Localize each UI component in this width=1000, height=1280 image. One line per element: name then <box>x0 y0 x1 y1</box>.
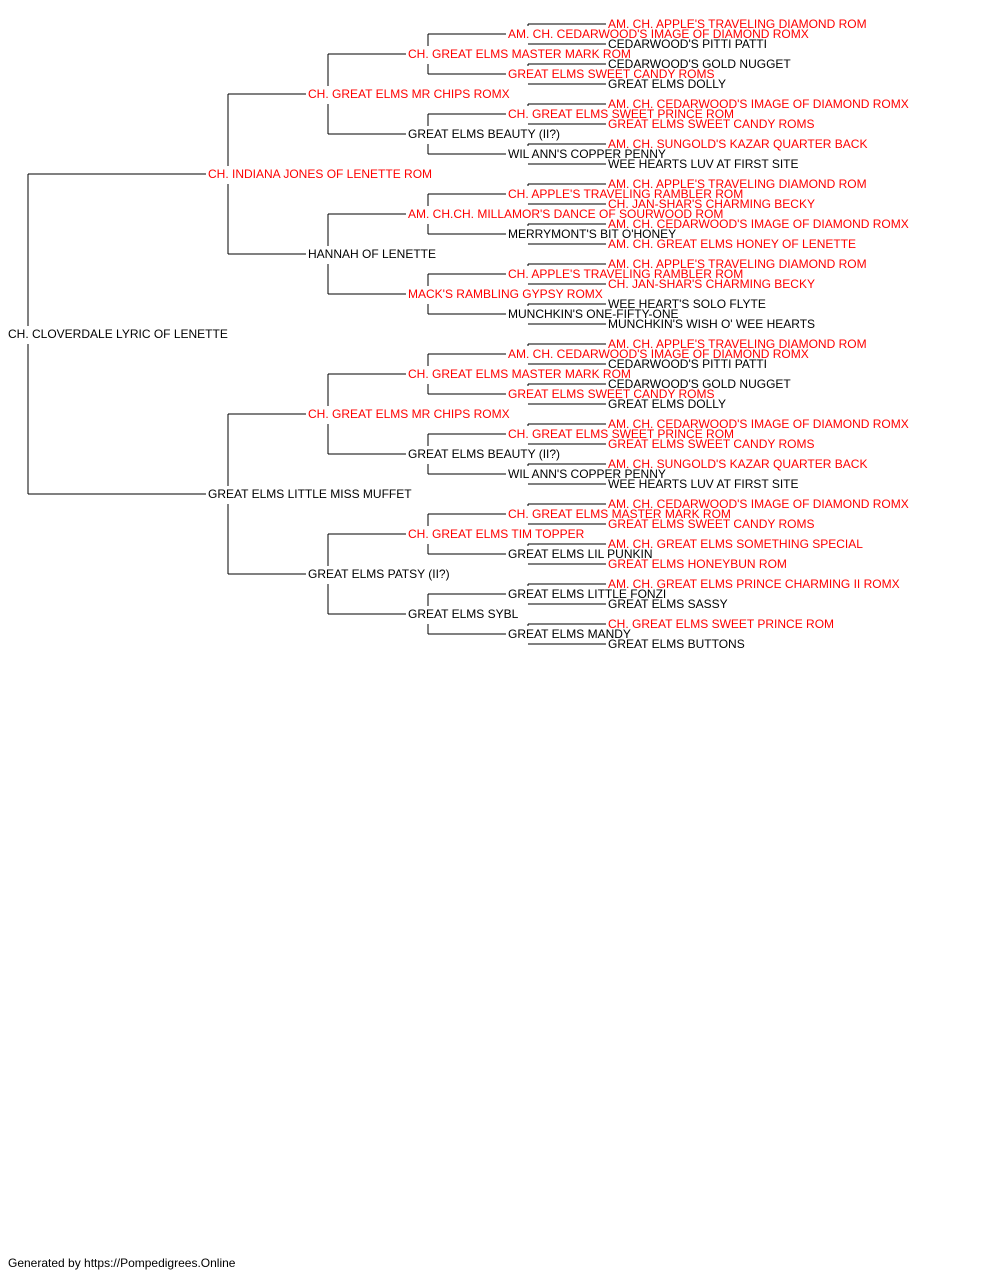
dog-name-dam-dam-sire-dam[interactable]: GREAT ELMS LIL PUNKIN <box>508 547 653 561</box>
dog-name-sire-sire-sire-dam[interactable]: GREAT ELMS SWEET CANDY ROMS <box>508 67 714 81</box>
dog-name-sire-sire-dam-dam[interactable]: WIL ANN'S COPPER PENNY <box>508 147 666 161</box>
dog-name-dam-sire-dam-sire-dam[interactable]: GREAT ELMS SWEET CANDY ROMS <box>608 437 814 451</box>
dog-name-dam-dam[interactable]: GREAT ELMS PATSY (II?) <box>308 567 450 581</box>
dog-name-dam-dam-sire-sire-sire[interactable]: AM. CH. CEDARWOOD'S IMAGE OF DIAMOND ROM… <box>608 497 909 511</box>
dog-name-sire-sire-sire-dam-sire[interactable]: CEDARWOOD'S GOLD NUGGET <box>608 57 791 71</box>
dog-name-sire-sire-sire-sire-sire[interactable]: AM. CH. APPLE'S TRAVELING DIAMOND ROM <box>608 17 867 31</box>
dog-name-dam-dam-dam-dam-sire[interactable]: CH. GREAT ELMS SWEET PRINCE ROM <box>608 617 834 631</box>
dog-name-dam-dam-sire-sire-dam[interactable]: GREAT ELMS SWEET CANDY ROMS <box>608 517 814 531</box>
dog-name-sire-dam-dam-sire[interactable]: CH. APPLE'S TRAVELING RAMBLER ROM <box>508 267 743 281</box>
dog-name-dam-sire-sire-sire-dam[interactable]: CEDARWOOD'S PITTI PATTI <box>608 357 767 371</box>
dog-name-dam-sire-dam-sire-sire[interactable]: AM. CH. CEDARWOOD'S IMAGE OF DIAMOND ROM… <box>608 417 909 431</box>
dog-name-dam-dam-sire[interactable]: CH. GREAT ELMS TIM TOPPER <box>408 527 585 541</box>
dog-name-dam-dam-dam-dam-dam[interactable]: GREAT ELMS BUTTONS <box>608 637 745 651</box>
dog-name-sire-dam-dam-dam-dam[interactable]: MUNCHKIN'S WISH O' WEE HEARTS <box>608 317 815 331</box>
dog-name-sire-sire-dam-sire-sire[interactable]: AM. CH. CEDARWOOD'S IMAGE OF DIAMOND ROM… <box>608 97 909 111</box>
dog-name-dam-sire-sire-dam-sire[interactable]: CEDARWOOD'S GOLD NUGGET <box>608 377 791 391</box>
dog-name-sire-dam-sire-sire[interactable]: CH. APPLE'S TRAVELING RAMBLER ROM <box>508 187 743 201</box>
dog-name-sire-dam-dam-sire-dam[interactable]: CH. JAN-SHAR'S CHARMING BECKY <box>608 277 815 291</box>
dog-name-sire-sire-sire[interactable]: CH. GREAT ELMS MASTER MARK ROM <box>408 47 631 61</box>
dog-name-dam-sire-dam-dam-sire[interactable]: AM. CH. SUNGOLD'S KAZAR QUARTER BACK <box>608 457 867 471</box>
dog-name-dam-sire-sire-dam[interactable]: GREAT ELMS SWEET CANDY ROMS <box>508 387 714 401</box>
dog-name-sire-dam-dam-dam-sire[interactable]: WEE HEART'S SOLO FLYTE <box>608 297 766 311</box>
dog-name-sire-dam-sire-dam-dam[interactable]: AM. CH. GREAT ELMS HONEY OF LENETTE <box>608 237 856 251</box>
dog-name-dam-dam-sire-sire[interactable]: CH. GREAT ELMS MASTER MARK ROM <box>508 507 731 521</box>
dog-name-sire-sire-sire-sire-dam[interactable]: CEDARWOOD'S PITTI PATTI <box>608 37 767 51</box>
dog-name-dam-dam-dam-dam[interactable]: GREAT ELMS MANDY <box>508 627 631 641</box>
dog-name-sire-sire-dam-dam-dam[interactable]: WEE HEARTS LUV AT FIRST SITE <box>608 157 799 171</box>
dog-name-dam-dam-dam-sire-dam[interactable]: GREAT ELMS SASSY <box>608 597 728 611</box>
dog-name-dam-sire-dam[interactable]: GREAT ELMS BEAUTY (II?) <box>408 447 560 461</box>
dog-name-dam-sire-sire-sire[interactable]: AM. CH. CEDARWOOD'S IMAGE OF DIAMOND ROM… <box>508 347 809 361</box>
dog-name-dam[interactable]: GREAT ELMS LITTLE MISS MUFFET <box>208 487 412 501</box>
dog-name-dam-dam-dam[interactable]: GREAT ELMS SYBL <box>408 607 519 621</box>
dog-name-sire-dam[interactable]: HANNAH OF LENETTE <box>308 247 436 261</box>
dog-name-dam-dam-sire-dam-dam[interactable]: GREAT ELMS HONEYBUN ROM <box>608 557 787 571</box>
dog-name-sire-dam-sire-dam[interactable]: MERRYMONT'S BIT O'HONEY <box>508 227 676 241</box>
dog-name-dam-sire-dam-sire[interactable]: CH. GREAT ELMS SWEET PRINCE ROM <box>508 427 734 441</box>
pedigree-connectors <box>27 23 606 645</box>
dog-name-dam-dam-dam-sire[interactable]: GREAT ELMS LITTLE FONZI <box>508 587 666 601</box>
dog-name-sire-sire-dam-dam-sire[interactable]: AM. CH. SUNGOLD'S KAZAR QUARTER BACK <box>608 137 867 151</box>
dog-name-sire-sire[interactable]: CH. GREAT ELMS MR CHIPS ROMX <box>308 87 510 101</box>
dog-name-sire-dam-dam-dam[interactable]: MUNCHKIN'S ONE-FIFTY-ONE <box>508 307 679 321</box>
dog-name-sire-sire-dam[interactable]: GREAT ELMS BEAUTY (II?) <box>408 127 560 141</box>
dog-name-sire-dam-dam[interactable]: MACK'S RAMBLING GYPSY ROMX <box>408 287 603 301</box>
dog-name-dam-sire-dam-dam[interactable]: WIL ANN'S COPPER PENNY <box>508 467 666 481</box>
dog-name-dam-dam-sire-dam-sire[interactable]: AM. CH. GREAT ELMS SOMETHING SPECIAL <box>608 537 863 551</box>
dog-name-sire-sire-sire-dam-dam[interactable]: GREAT ELMS DOLLY <box>608 77 726 91</box>
dog-name-dam-dam-dam-sire-sire[interactable]: AM. CH. GREAT ELMS PRINCE CHARMING II RO… <box>608 577 900 591</box>
dog-name-sire-dam-dam-sire-sire[interactable]: AM. CH. APPLE'S TRAVELING DIAMOND ROM <box>608 257 867 271</box>
dog-name-root[interactable]: CH. CLOVERDALE LYRIC OF LENETTE <box>8 327 228 341</box>
dog-name-sire-dam-sire-dam-sire[interactable]: AM. CH. CEDARWOOD'S IMAGE OF DIAMOND ROM… <box>608 217 909 231</box>
dog-name-sire-sire-dam-sire[interactable]: CH. GREAT ELMS SWEET PRINCE ROM <box>508 107 734 121</box>
dog-name-sire-dam-sire-sire-dam[interactable]: CH. JAN-SHAR'S CHARMING BECKY <box>608 197 815 211</box>
dog-name-dam-sire-dam-dam-dam[interactable]: WEE HEARTS LUV AT FIRST SITE <box>608 477 799 491</box>
dog-name-dam-sire-sire[interactable]: CH. GREAT ELMS MASTER MARK ROM <box>408 367 631 381</box>
dog-name-dam-sire[interactable]: CH. GREAT ELMS MR CHIPS ROMX <box>308 407 510 421</box>
dog-name-sire[interactable]: CH. INDIANA JONES OF LENETTE ROM <box>208 167 432 181</box>
dog-name-dam-sire-sire-sire-sire[interactable]: AM. CH. APPLE'S TRAVELING DIAMOND ROM <box>608 337 867 351</box>
dog-name-sire-sire-sire-sire[interactable]: AM. CH. CEDARWOOD'S IMAGE OF DIAMOND ROM… <box>508 27 809 41</box>
dog-name-dam-sire-sire-dam-dam[interactable]: GREAT ELMS DOLLY <box>608 397 726 411</box>
pedigree-labels: AM. CH. APPLE'S TRAVELING DIAMOND ROM CED… <box>8 17 909 651</box>
dog-name-sire-sire-dam-sire-dam[interactable]: GREAT ELMS SWEET CANDY ROMS <box>608 117 814 131</box>
footer-credit: Generated by https://Pompedigrees.Online <box>8 1256 236 1270</box>
dog-name-sire-dam-sire-sire-sire[interactable]: AM. CH. APPLE'S TRAVELING DIAMOND ROM <box>608 177 867 191</box>
dog-name-sire-dam-sire[interactable]: AM. CH.CH. MILLAMOR'S DANCE OF SOURWOOD … <box>408 207 723 221</box>
